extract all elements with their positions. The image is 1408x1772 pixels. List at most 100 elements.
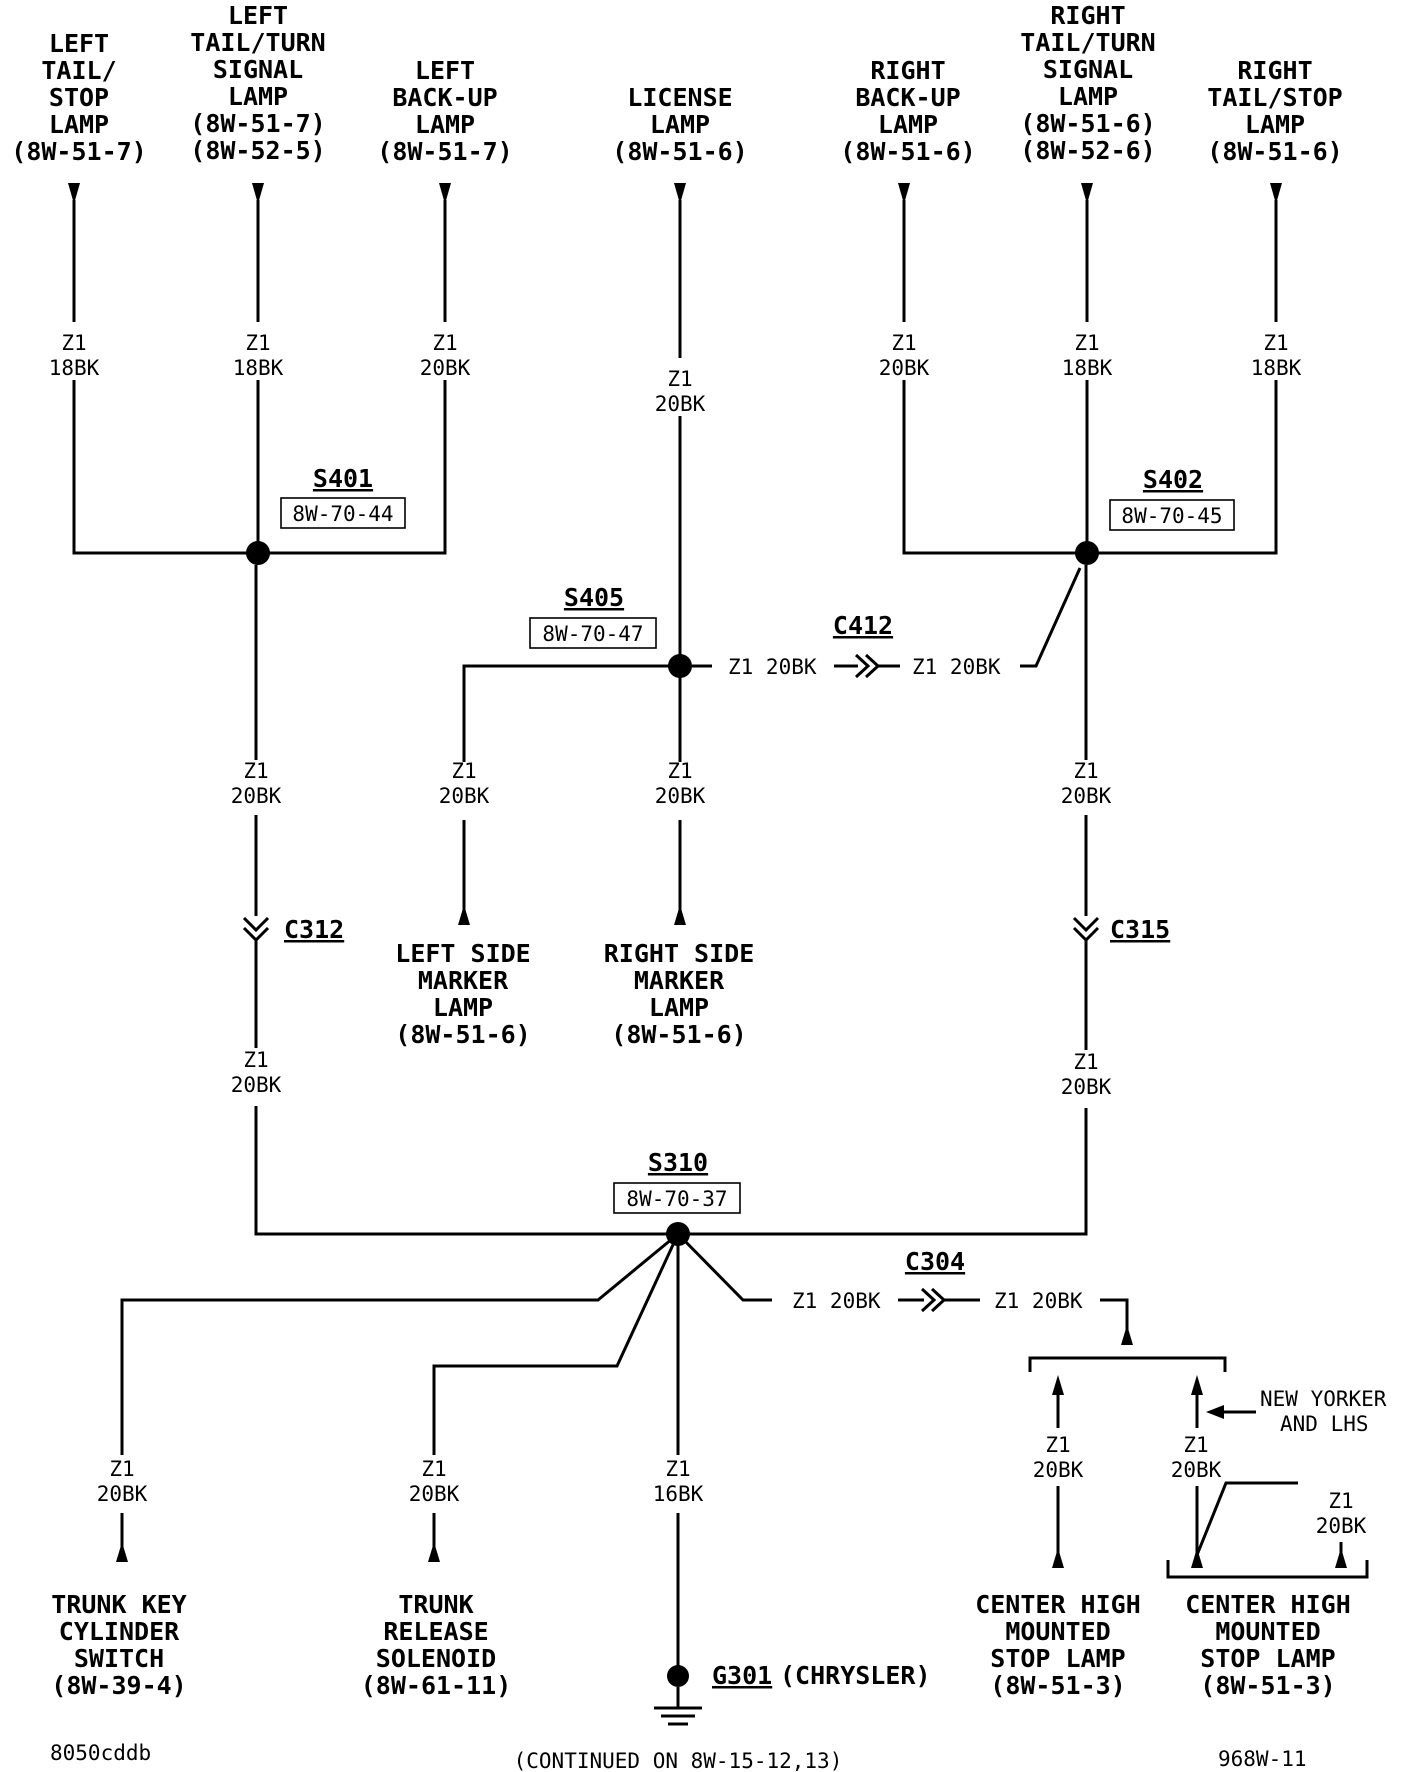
wire-label: Z1 [667, 367, 692, 391]
connector-c312: C312 [242, 915, 344, 944]
svg-text:(8W-51-6): (8W-51-6) [840, 137, 975, 166]
component-left-backup-lamp: LEFT BACK-UP LAMP (8W-51-7) [377, 56, 512, 166]
component-chmsl-1: CENTER HIGH MOUNTED STOP LAMP (8W-51-3) [975, 1590, 1141, 1700]
wire-label: 20BK [879, 356, 930, 380]
wire-label: 20BK [409, 1482, 460, 1506]
svg-text:LEFT: LEFT [228, 1, 288, 30]
wire-c412-to-s402 [1020, 567, 1082, 668]
wire-label: 20BK [655, 392, 706, 416]
svg-text:CENTER HIGH: CENTER HIGH [1185, 1590, 1351, 1619]
component-trunk-release-solenoid: TRUNK RELEASE SOLENOID (8W-61-11) [361, 1590, 512, 1700]
svg-text:LAMP: LAMP [649, 993, 709, 1022]
component-right-backup-lamp: RIGHT BACK-UP LAMP (8W-51-6) [840, 56, 975, 166]
svg-text:LAMP: LAMP [1245, 110, 1305, 139]
arrow-down-icon [439, 183, 451, 204]
wire-label: Z1 [61, 331, 86, 355]
connector-c412: C412 [833, 611, 893, 679]
wire-label: 20BK [1033, 1458, 1084, 1482]
wire-label: 18BK [1251, 356, 1302, 380]
svg-text:TAIL/: TAIL/ [41, 56, 116, 85]
svg-text:(8W-52-6): (8W-52-6) [1020, 136, 1155, 165]
svg-text:LAMP: LAMP [1058, 82, 1118, 111]
ground-g301: G301 (CHRYSLER) [654, 1661, 931, 1726]
wire-label: Z1 [243, 759, 268, 783]
splice-ref: 8W-70-47 [542, 622, 643, 646]
wire-label: 20BK [655, 784, 706, 808]
component-left-tail-stop-lamp: LEFT TAIL/ STOP LAMP (8W-51-7) [11, 29, 146, 166]
wire-right-backup [902, 200, 1087, 555]
wire-label-inline: Z1 20BK [994, 1289, 1083, 1313]
arrow-down-icon [898, 183, 910, 204]
arrow-up-icon [1335, 1548, 1347, 1568]
splice-name: S405 [564, 583, 624, 612]
splice-ref-box [613, 1182, 741, 1214]
wire-label: Z1 [243, 1048, 268, 1072]
wire-label: Z1 [1328, 1489, 1353, 1513]
svg-text:(8W-51-6): (8W-51-6) [1207, 137, 1342, 166]
svg-text:CYLINDER: CYLINDER [59, 1617, 180, 1646]
ground-name: G301 [712, 1661, 772, 1690]
connector-c315: C315 [1072, 915, 1170, 944]
arrow-up-icon [428, 1542, 440, 1562]
wire-left-backup [258, 200, 447, 555]
wire-s405-to-left-marker [462, 664, 680, 915]
splice-dot [246, 541, 270, 565]
wire-label: Z1 [1263, 331, 1288, 355]
svg-text:LAMP: LAMP [49, 110, 109, 139]
svg-text:BACK-UP: BACK-UP [855, 83, 960, 112]
splice-s405: S405 8W-70-47 [529, 583, 692, 678]
component-left-side-marker-lamp: LEFT SIDE MARKER LAMP (8W-51-6) [395, 939, 530, 1049]
wire-label: 20BK [97, 1482, 148, 1506]
wire-label: Z1 [1074, 331, 1099, 355]
component-chmsl-2: CENTER HIGH MOUNTED STOP LAMP (8W-51-3) [1185, 1590, 1351, 1700]
arrow-down-icon [252, 183, 264, 204]
wire-label: Z1 [451, 759, 476, 783]
wire-labels-mid: Z1 20BK Z1 20BK Z1 20BK Z1 20BK Z1 20BK … [231, 759, 1112, 1099]
splice-ref-box [1109, 499, 1235, 531]
wire-s310-to-trunk-release [432, 1233, 680, 1550]
splice-ref: 8W-70-37 [626, 1187, 727, 1211]
variant-bracket [1028, 1356, 1227, 1372]
svg-text:(8W-51-7): (8W-51-7) [377, 137, 512, 166]
arrow-up-icon [116, 1542, 128, 1562]
svg-text:MOUNTED: MOUNTED [1005, 1617, 1110, 1646]
wire-label: 20BK [231, 784, 282, 808]
wire-label: 18BK [49, 356, 100, 380]
svg-text:STOP LAMP: STOP LAMP [990, 1644, 1125, 1673]
ground-dot [667, 1665, 689, 1687]
connector-chevron-icon [1072, 916, 1100, 943]
wire-label: 20BK [1061, 784, 1112, 808]
svg-text:BACK-UP: BACK-UP [392, 83, 497, 112]
component-trunk-key-cylinder-switch: TRUNK KEY CYLINDER SWITCH (8W-39-4) [51, 1590, 186, 1700]
svg-text:SIGNAL: SIGNAL [1043, 55, 1133, 84]
wire-label: Z1 [667, 759, 692, 783]
splice-dot [1075, 541, 1099, 565]
svg-text:(8W-39-4): (8W-39-4) [51, 1671, 186, 1700]
wire-label: 20BK [420, 356, 471, 380]
wire-label: 20BK [231, 1073, 282, 1097]
wire-label: Z1 [1045, 1433, 1070, 1457]
arrow-up-icon [674, 905, 686, 925]
wire-label: 20BK [1061, 1075, 1112, 1099]
wire-label: Z1 [432, 331, 457, 355]
svg-text:RIGHT: RIGHT [1050, 1, 1125, 30]
svg-text:LAMP: LAMP [878, 110, 938, 139]
footer-continued: (CONTINUED ON 8W-15-12,13) [514, 1749, 843, 1772]
top-wire-arrows [68, 183, 1282, 204]
splice-ref-box [529, 617, 657, 649]
svg-text:SOLENOID: SOLENOID [376, 1644, 496, 1673]
wire-label: 18BK [1062, 356, 1113, 380]
svg-text:LAMP: LAMP [228, 82, 288, 111]
svg-text:TRUNK KEY: TRUNK KEY [51, 1590, 186, 1619]
arrow-up-icon [1052, 1375, 1064, 1395]
svg-text:CENTER HIGH: CENTER HIGH [975, 1590, 1141, 1619]
svg-text:NEW YORKER: NEW YORKER [1260, 1387, 1387, 1411]
wire-label: Z1 [891, 331, 916, 355]
svg-text:TAIL/STOP: TAIL/STOP [1207, 83, 1342, 112]
svg-text:(8W-51-7): (8W-51-7) [190, 109, 325, 138]
wire-label: Z1 [1073, 759, 1098, 783]
wire-labels-top: Z1 18BK Z1 18BK Z1 20BK Z1 20BK Z1 20BK … [49, 331, 1302, 416]
svg-text:RIGHT SIDE: RIGHT SIDE [604, 939, 755, 968]
wire-right-tail-stop [1087, 200, 1278, 555]
svg-text:(8W-51-6): (8W-51-6) [611, 1020, 746, 1049]
